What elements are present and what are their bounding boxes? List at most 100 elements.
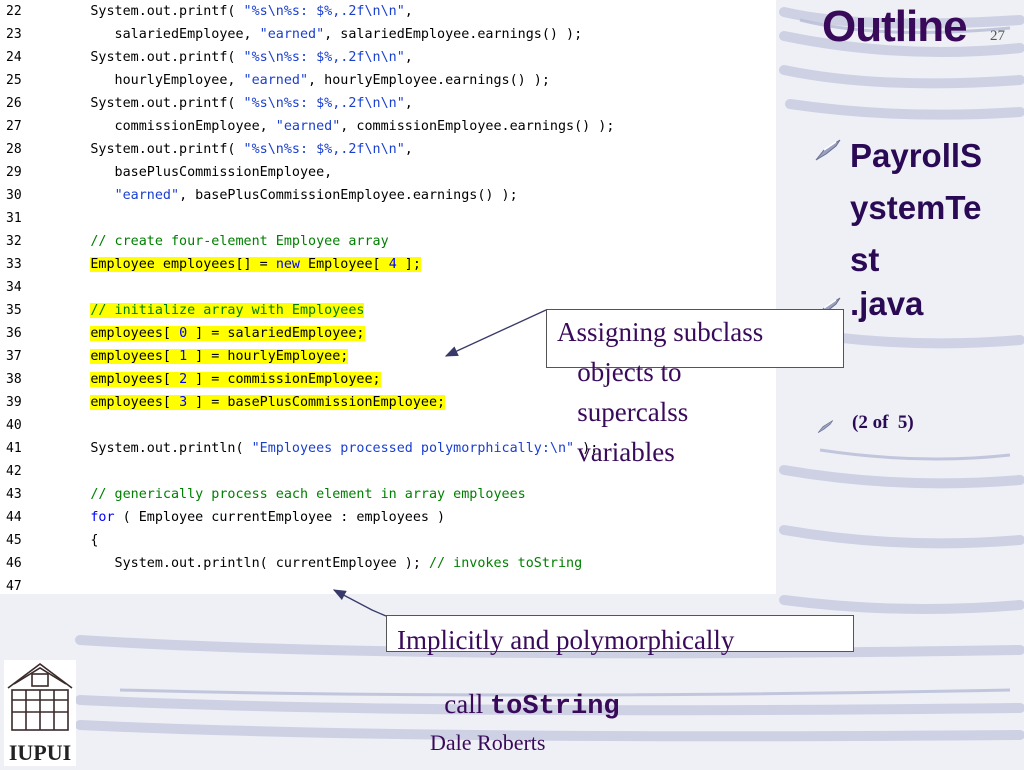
code-line: 30 "earned", basePlusCommissionEmployee.… bbox=[0, 184, 776, 207]
line-code: System.out.printf( "%s\n%s: $%,.2f\n\n", bbox=[42, 0, 413, 23]
callout-line-1: Implicitly and polymorphically bbox=[397, 625, 735, 655]
slide-number: 27 bbox=[990, 28, 1005, 44]
code-token: ] = basePlusCommissionEmployee; bbox=[187, 395, 446, 410]
code-line: 33 Employee employees[] = new Employee[ … bbox=[0, 253, 776, 276]
line-number: 25 bbox=[6, 73, 22, 88]
arrow-assigning bbox=[444, 309, 547, 357]
code-line: 47 bbox=[0, 575, 776, 598]
line-number: 37 bbox=[6, 349, 22, 364]
slide-title: Outline bbox=[822, 2, 968, 51]
line-number: 34 bbox=[6, 280, 22, 295]
line-number: 44 bbox=[6, 510, 22, 525]
code-line: 38 employees[ 2 ] = commissionEmployee; bbox=[0, 368, 776, 391]
code-token: , bbox=[404, 4, 413, 19]
code-token: "earned" bbox=[114, 188, 180, 203]
line-number: 32 bbox=[6, 234, 22, 249]
code-token: employees[ bbox=[90, 372, 180, 387]
quill-bullet-icon bbox=[817, 420, 834, 434]
code-token: , bbox=[404, 50, 413, 65]
callout-line-2: call toString bbox=[397, 656, 853, 755]
code-token: "earned" bbox=[275, 119, 341, 134]
code-token: { bbox=[42, 533, 99, 548]
code-token: , bbox=[404, 96, 413, 111]
code-token: // invokes toString bbox=[428, 556, 583, 571]
code-line: 43 // generically process each element i… bbox=[0, 483, 776, 506]
code-line: 23 salariedEmployee, "earned", salariedE… bbox=[0, 23, 776, 46]
line-code: salariedEmployee, "earned", salariedEmpl… bbox=[42, 23, 583, 46]
line-code: employees[ 2 ] = commissionEmployee; bbox=[42, 368, 381, 391]
line-code: commissionEmployee, "earned", commission… bbox=[42, 115, 615, 138]
code-token: commissionEmployee, bbox=[42, 119, 276, 134]
callout-tostring: Implicitly and polymorphically call toSt… bbox=[386, 615, 854, 722]
callout-code: toString bbox=[489, 692, 620, 722]
line-number: 40 bbox=[6, 418, 22, 433]
code-token: 1 bbox=[179, 349, 188, 364]
code-line: 44 for ( Employee currentEmployee : empl… bbox=[0, 506, 776, 529]
code-token: "%s\n%s: $%,.2f\n\n" bbox=[243, 4, 405, 19]
bullet-label: PayrollS ystemTe st bbox=[850, 137, 983, 278]
line-number: 38 bbox=[6, 372, 22, 387]
code-token: "%s\n%s: $%,.2f\n\n" bbox=[243, 96, 405, 111]
code-line: 28 System.out.printf( "%s\n%s: $%,.2f\n\… bbox=[0, 138, 776, 161]
line-number: 42 bbox=[6, 464, 22, 479]
line-number: 27 bbox=[6, 119, 22, 134]
code-token: , commissionEmployee.earnings() ); bbox=[340, 119, 615, 134]
code-token: System.out.printf( bbox=[42, 96, 244, 111]
code-token: System.out.printf( bbox=[42, 50, 244, 65]
code-token: , bbox=[404, 142, 413, 157]
code-token: // generically process each element in a… bbox=[90, 487, 526, 502]
code-line: 39 employees[ 3 ] = basePlusCommissionEm… bbox=[0, 391, 776, 414]
code-token: "%s\n%s: $%,.2f\n\n" bbox=[243, 142, 405, 157]
code-token: , salariedEmployee.earnings() ); bbox=[324, 27, 583, 42]
code-token: ] = hourlyEmployee; bbox=[187, 349, 349, 364]
line-number: 39 bbox=[6, 395, 22, 410]
line-code: // create four-element Employee array bbox=[42, 230, 389, 253]
line-number: 41 bbox=[6, 441, 22, 456]
line-number: 24 bbox=[6, 50, 22, 65]
line-number: 47 bbox=[6, 579, 22, 594]
code-token: "earned" bbox=[243, 73, 309, 88]
code-token: System.out.printf( bbox=[42, 4, 244, 19]
line-code: System.out.printf( "%s\n%s: $%,.2f\n\n", bbox=[42, 138, 413, 161]
code-token: System.out.println( bbox=[42, 441, 252, 456]
code-token: salariedEmployee, bbox=[42, 27, 260, 42]
code-token: // initialize array with Employees bbox=[90, 303, 365, 318]
line-code: // initialize array with Employees bbox=[42, 299, 365, 322]
code-token: // create four-element Employee array bbox=[90, 234, 389, 249]
code-line: 25 hourlyEmployee, "earned", hourlyEmplo… bbox=[0, 69, 776, 92]
footer-author: Dale Roberts bbox=[430, 730, 546, 755]
code-token: , basePlusCommissionEmployee.earnings() … bbox=[179, 188, 518, 203]
line-number: 29 bbox=[6, 165, 22, 180]
code-token: ] = commissionEmployee; bbox=[187, 372, 381, 387]
line-number: 46 bbox=[6, 556, 22, 571]
line-code: System.out.println( currentEmployee ); /… bbox=[42, 552, 583, 575]
code-token: 2 bbox=[179, 372, 188, 387]
code-line: 24 System.out.printf( "%s\n%s: $%,.2f\n\… bbox=[0, 46, 776, 69]
code-token: Employee[ bbox=[300, 257, 389, 272]
bullet-label: (2 of 5) bbox=[852, 412, 914, 433]
code-line: 41 System.out.println( "Employees proces… bbox=[0, 437, 776, 460]
code-token: "earned" bbox=[259, 27, 325, 42]
code-token: "%s\n%s: $%,.2f\n\n" bbox=[243, 50, 405, 65]
code-line: 26 System.out.printf( "%s\n%s: $%,.2f\n\… bbox=[0, 92, 776, 115]
code-token: , hourlyEmployee.earnings() ); bbox=[308, 73, 550, 88]
code-line: 46 System.out.println( currentEmployee )… bbox=[0, 552, 776, 575]
code-line: 32 // create four-element Employee array bbox=[0, 230, 776, 253]
code-line: 40 bbox=[0, 414, 776, 437]
line-code: { bbox=[42, 529, 98, 552]
line-number: 26 bbox=[6, 96, 22, 111]
callout-assigning: Assigning subclass objects to supercalss… bbox=[546, 309, 844, 467]
line-code: hourlyEmployee, "earned", hourlyEmployee… bbox=[42, 69, 550, 92]
building-icon: IUPUI bbox=[4, 660, 76, 766]
line-number: 36 bbox=[6, 326, 22, 341]
code-token: ]; bbox=[396, 257, 421, 272]
line-number: 43 bbox=[6, 487, 22, 502]
code-token: basePlusCommissionEmployee, bbox=[42, 165, 333, 180]
quill-bullet-icon bbox=[815, 139, 841, 161]
callout-text: Assigning subclass objects to supercalss… bbox=[557, 317, 764, 467]
code-line: 27 commissionEmployee, "earned", commiss… bbox=[0, 115, 776, 138]
code-line: 29 basePlusCommissionEmployee, bbox=[0, 161, 776, 184]
code-token: 3 bbox=[179, 395, 188, 410]
code-token: ); bbox=[574, 441, 599, 456]
code-line: 35 // initialize array with Employees bbox=[0, 299, 776, 322]
